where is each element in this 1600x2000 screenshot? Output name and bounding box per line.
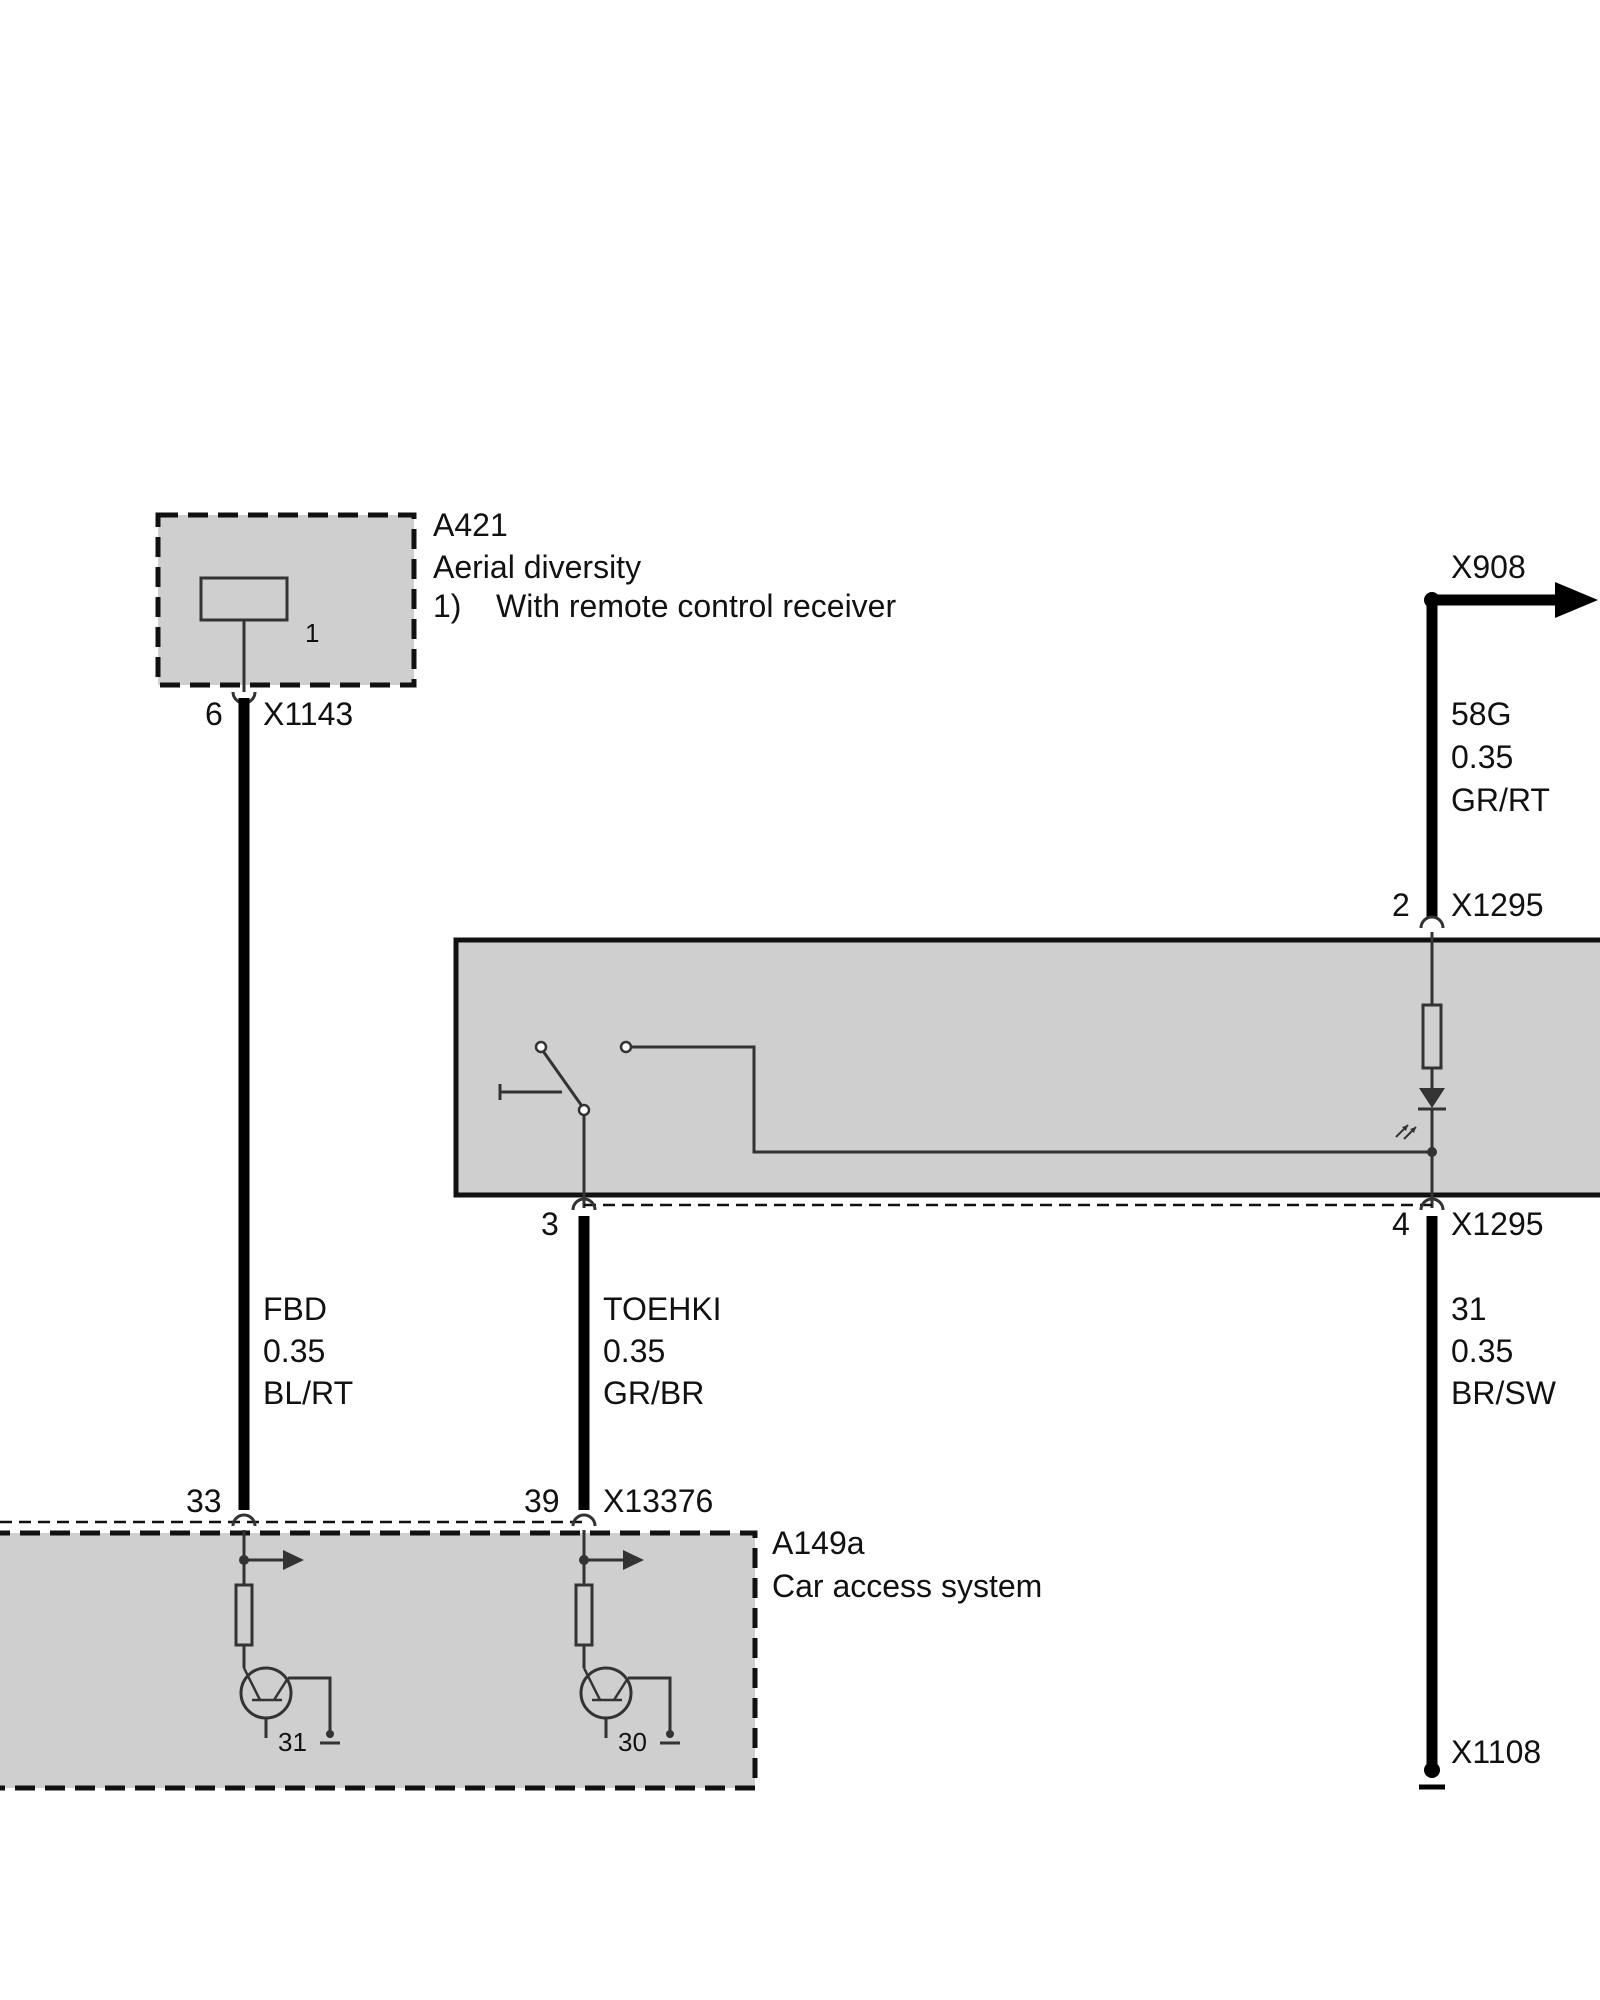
a421-note-number: 1) [433,588,461,624]
x13376-pin39-socket [571,1513,597,1527]
x1295-top-id: X1295 [1451,887,1544,923]
x1295-bottom-pin-right: 4 [1392,1206,1410,1242]
wire-31-signal: 31 [1451,1291,1487,1327]
switch-open-contact [619,1040,633,1054]
a421-id: A421 [433,507,508,543]
wire-fbd-color: BL/RT [263,1375,353,1411]
wire-58g-size: 0.35 [1451,739,1513,775]
a149a-left-signal-arrow-icon [283,1550,304,1570]
x13376-pin-left: 33 [186,1483,222,1519]
x1295-pin3-socket [571,1197,597,1211]
a149a-right-ground-dot [666,1730,674,1738]
x1143-id: X1143 [263,696,353,732]
wire-31-size: 0.35 [1451,1333,1513,1369]
x13376-id: X13376 [603,1483,713,1519]
wire-31-color: BR/SW [1451,1375,1557,1411]
switch-return-wire [631,1045,1432,1154]
led-light-arrowhead-icon [1410,1127,1416,1133]
x908-id: X908 [1451,549,1526,585]
a149a-module: 31 30 [0,1530,758,1791]
wire-toehki-size: 0.35 [603,1333,665,1369]
switch-lower-contact [577,1103,591,1117]
a421-outline [155,512,417,688]
wire-fbd-signal: FBD [263,1291,327,1327]
switch-module [453,932,1600,1208]
a421-pin-label: 1 [305,618,319,648]
a149a-right-emitter-wire [628,1676,672,1738]
x1295-top-pin: 2 [1392,887,1410,923]
switch-lever [541,1050,586,1110]
switch-pivot-contact [534,1040,548,1054]
wire-fbd-size: 0.35 [263,1333,325,1369]
x13376-pin33-socket [231,1513,257,1527]
x1108-id: X1108 [1451,1734,1541,1770]
x1108-terminal [1424,1762,1440,1778]
a149a-name: Car access system [772,1568,1042,1604]
wire-58g-signal: 58G [1451,696,1511,732]
a149a-right-ground-label: 30 [618,1727,647,1757]
x13376-pin-right: 39 [524,1483,560,1519]
a421-note-text: With remote control receiver [496,588,896,624]
led-diode-icon [1419,1088,1445,1108]
a421-name: Aerial diversity [433,549,641,585]
a149a-id: A149a [772,1525,865,1561]
led-junction-dot [1427,1147,1437,1157]
x1295-pin4-socket [1419,1197,1445,1211]
a421-module: 1 [155,512,417,692]
a149a-left-transistor-emitter [272,1677,290,1701]
x908-arrow-icon [1555,582,1598,618]
a149a-right-transistor-emitter [612,1677,630,1701]
a149a-left-transistor-collector [242,1667,262,1701]
a149a-left-ground-dot [326,1730,334,1738]
x1143-pin: 6 [205,696,223,732]
a149a-right-transistor-collector [582,1667,602,1701]
a149a-right-signal-arrow-icon [623,1550,644,1570]
x1295-top-socket [1419,915,1445,929]
a149a-left-ground-label: 31 [278,1727,307,1757]
a149a-left-emitter-wire [288,1676,332,1738]
wire-toehki-signal: TOEHKI [603,1291,722,1327]
a149a-fill [0,1533,755,1788]
x1295-bottom-pin-left: 3 [541,1206,559,1242]
switch-module-outline [453,937,1600,1198]
wire-58g-color: GR/RT [1451,782,1550,818]
x1295-bottom-id: X1295 [1451,1206,1544,1242]
led-light-arrowhead-icon [1402,1125,1408,1131]
wire-toehki-color: GR/BR [603,1375,704,1411]
